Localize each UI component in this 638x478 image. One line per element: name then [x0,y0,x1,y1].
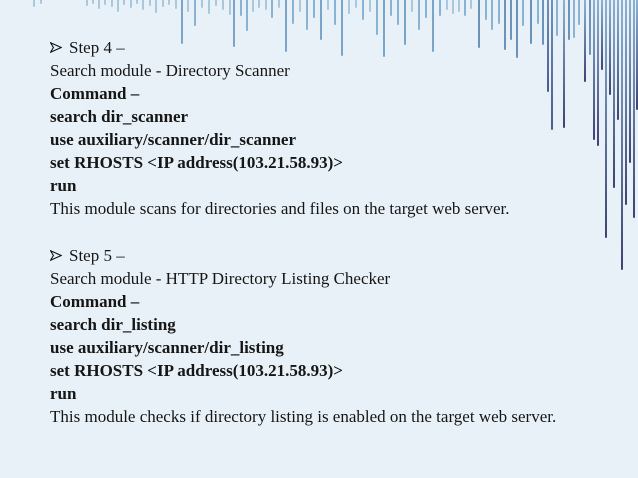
text-line: This module scans for directories and fi… [50,199,510,218]
hanging-line [104,0,106,5]
hanging-line [98,0,100,9]
step-4-heading: Step 4 – [50,36,618,59]
step-4-section: Step 4 – Search module - Directory Scann… [50,36,618,220]
hanging-line [86,0,88,6]
hanging-line [162,0,164,7]
hanging-line [136,0,138,4]
text-line: set RHOSTS <IP address(103.21.58.93)> [50,361,343,380]
hanging-line [376,0,378,35]
hanging-line [265,0,267,10]
hanging-line [390,0,392,16]
step-5-section: Step 5 – Search module - HTTP Directory … [50,244,618,428]
hanging-line [556,0,558,36]
hanging-line [313,0,315,18]
hanging-line [208,0,210,14]
hanging-line [130,0,132,8]
text-line: Command – [50,84,140,103]
hanging-line [327,0,329,10]
hanging-line [258,0,260,8]
text-line: run [50,384,77,403]
hanging-line [155,0,157,13]
step-5-heading: Step 5 – [50,244,618,267]
hanging-line [252,0,254,12]
hanging-line [629,0,631,163]
hanging-line [187,0,189,12]
hanging-line [470,0,472,9]
arrow-bullet-icon [50,42,62,53]
slide-content: Step 4 – Search module - Directory Scann… [50,36,618,428]
hanging-line [175,0,177,9]
hanging-line [568,0,570,40]
hanging-line [418,0,420,30]
hanging-line [222,0,224,10]
hanging-line [320,0,322,40]
text-line: search dir_listing [50,315,176,334]
text-line: run [50,176,77,195]
hanging-line [621,0,623,270]
hanging-line [111,0,113,7]
text-line: search dir_scanner [50,107,189,126]
hanging-line [292,0,294,24]
hanging-line [522,0,524,26]
text-line: use auxiliary/scanner/dir_listing [50,338,284,357]
hanging-line [215,0,217,6]
hanging-line [246,0,248,31]
hanging-line [240,0,242,16]
hanging-line [425,0,427,18]
hanging-line [362,0,364,20]
hanging-line [625,0,627,205]
hanging-line [411,0,413,12]
hanging-line [149,0,151,6]
arrow-bullet-icon [50,250,62,261]
hanging-line [633,0,635,218]
hanging-line [573,0,575,38]
hanging-line [201,0,203,8]
step-title: Step 5 – [69,246,125,265]
hanging-line [355,0,357,8]
hanging-line [299,0,301,12]
hanging-line [229,0,231,15]
hanging-line [306,0,308,30]
hanging-line [446,0,448,10]
hanging-line [194,0,196,26]
hanging-line [537,0,539,24]
hanging-line [278,0,280,8]
hanging-line [397,0,399,25]
hanging-line [485,0,487,20]
hanging-line [510,0,512,40]
text-line: Search module - HTTP Directory Listing C… [50,269,391,288]
hanging-line [498,0,500,24]
text-line: Command – [50,292,140,311]
text-line: Search module - Directory Scanner [50,61,290,80]
hanging-line [271,0,273,18]
hanging-line [439,0,441,16]
hanging-line [491,0,493,30]
hanging-line [33,0,35,7]
hanging-line [92,0,94,4]
hanging-line [40,0,42,4]
hanging-line [123,0,125,5]
text-line: This module checks if directory listing … [50,407,557,426]
hanging-line [578,0,580,25]
hanging-line [452,0,454,14]
hanging-line [142,0,144,10]
step-title: Step 4 – [69,38,125,57]
hanging-line [369,0,371,12]
text-line: set RHOSTS <IP address(103.21.58.93)> [50,153,343,172]
hanging-line [464,0,466,16]
text-line: use auxiliary/scanner/dir_scanner [50,130,297,149]
hanging-line [348,0,350,14]
hanging-line [334,0,336,25]
hanging-line [168,0,170,5]
hanging-line [117,0,119,12]
hanging-line [458,0,460,12]
